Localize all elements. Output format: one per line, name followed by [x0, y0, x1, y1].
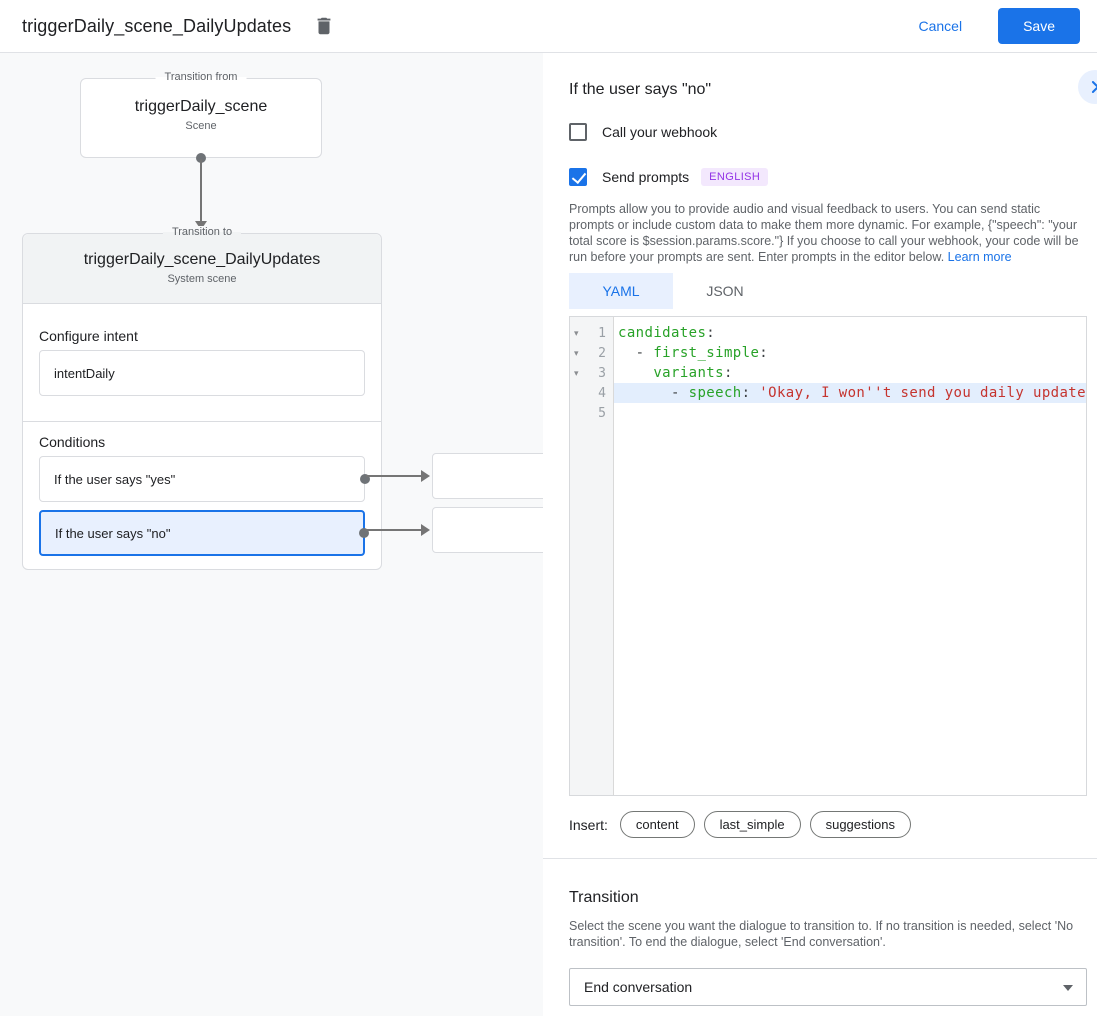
transition-select-value: End conversation — [584, 979, 693, 995]
chevron-right-icon — [1091, 81, 1097, 93]
to-node-title: triggerDaily_scene_DailyUpdates — [83, 251, 321, 268]
connector-dot — [196, 153, 206, 163]
line-number: 4 — [598, 385, 606, 401]
send-prompts-checkbox[interactable] — [569, 168, 587, 186]
panel-title: If the user says "no" — [569, 81, 712, 98]
condition-label: If the user says "yes" — [54, 471, 176, 487]
condition-detail-panel: If the user says "no" Call your webhook … — [543, 53, 1097, 1016]
code-line: - first_simple: — [618, 345, 769, 361]
transition-description: Select the scene you want the dialogue t… — [569, 919, 1074, 949]
code-line: variants: — [653, 365, 733, 381]
cancel-button[interactable]: Cancel — [918, 18, 963, 34]
editor-gutter: ▾ 1 ▾ 2 ▾ 3 4 5 — [570, 317, 614, 795]
transition-to-node: Transition to triggerDaily_scene_DailyUp… — [22, 226, 382, 570]
condition-label: If the user says "no" — [55, 525, 171, 541]
code-line-active: - speech: 'Okay, I won''t send you daily… — [614, 383, 1086, 403]
save-button[interactable]: Save — [998, 8, 1080, 44]
transition-select[interactable]: End conversation — [569, 968, 1087, 1006]
transition-heading: Transition — [569, 889, 639, 906]
webhook-row: Call your webhook — [569, 123, 1087, 141]
transition-to-legend: Transition to — [162, 226, 242, 238]
insert-chip-content[interactable]: content — [619, 811, 695, 838]
tab-yaml[interactable]: YAML — [569, 273, 673, 309]
connector-dot — [360, 474, 370, 484]
dropdown-caret-icon — [1062, 985, 1073, 991]
configure-intent-label: Configure intent — [39, 328, 138, 344]
intent-value: intentDaily — [54, 365, 115, 381]
target-scene-node[interactable] — [432, 507, 543, 553]
page-title: triggerDaily_scene_DailyUpdates — [22, 15, 292, 36]
scene-graph-canvas: Transition from triggerDaily_scene Scene… — [0, 53, 543, 1016]
delete-button[interactable] — [313, 15, 335, 37]
condition-row-no[interactable]: If the user says "no" — [39, 510, 369, 556]
prompts-description-text: Prompts allow you to provide audio and v… — [569, 202, 1079, 264]
transition-from-node[interactable]: Transition from triggerDaily_scene Scene — [80, 71, 322, 158]
section-divider — [543, 858, 1097, 859]
collapse-panel-button[interactable] — [1077, 70, 1097, 104]
prompt-code-editor[interactable]: ▾ 1 ▾ 2 ▾ 3 4 5 candidates: - first_simple:… — [569, 316, 1087, 796]
line-number: 3 — [598, 365, 606, 381]
insert-chip-last-simple[interactable]: last_simple — [703, 811, 801, 838]
to-node-subtitle: System scene — [167, 273, 237, 285]
condition-row-yes[interactable]: If the user says "yes" — [39, 456, 370, 502]
insert-row: Insert: content last_simple suggestions — [569, 811, 1087, 838]
insert-chip-suggestions[interactable]: suggestions — [809, 811, 911, 838]
line-number: 2 — [598, 345, 606, 361]
prompts-row: Send prompts ENGLISH — [569, 168, 1087, 186]
conditions-label: Conditions — [39, 434, 106, 450]
webhook-checkbox[interactable] — [569, 123, 587, 141]
language-badge: ENGLISH — [701, 168, 769, 186]
fold-arrow-icon[interactable]: ▾ — [574, 368, 579, 378]
tab-json[interactable]: JSON — [673, 273, 777, 309]
condition-connector-arrow — [366, 470, 430, 482]
configure-intent-section: Configure intent intentDaily — [23, 304, 381, 422]
condition-connector-arrow — [366, 524, 430, 536]
connector-dot — [359, 528, 369, 538]
scene-card-header[interactable]: triggerDaily_scene_DailyUpdates System s… — [23, 234, 381, 304]
trash-icon — [317, 17, 331, 35]
webhook-label[interactable]: Call your webhook — [602, 124, 718, 140]
from-node-subtitle: Scene — [185, 120, 217, 132]
insert-label: Insert: — [569, 816, 608, 833]
editor-code-area[interactable]: candidates: - first_simple: variants: - … — [614, 317, 1086, 795]
send-prompts-label[interactable]: Send prompts — [602, 169, 690, 185]
fold-arrow-icon[interactable]: ▾ — [574, 348, 579, 358]
transition-arrowhead-icon — [195, 221, 207, 230]
line-number: 5 — [598, 405, 606, 421]
editor-format-tabs: YAML JSON — [569, 273, 1087, 309]
fold-arrow-icon[interactable]: ▾ — [574, 328, 579, 338]
topbar: triggerDaily_scene_DailyUpdates Cancel S… — [0, 0, 1097, 53]
line-number: 1 — [598, 325, 606, 341]
conditions-section: Conditions If the user says "yes" If the… — [23, 422, 381, 569]
prompts-description: Prompts allow you to provide audio and v… — [569, 201, 1087, 265]
transition-from-legend: Transition from — [155, 71, 247, 83]
from-node-title: triggerDaily_scene — [134, 98, 268, 115]
intent-field[interactable]: intentDaily — [39, 350, 365, 396]
code-line: candidates: — [618, 325, 716, 341]
code-line — [614, 403, 1086, 423]
learn-more-link[interactable]: Learn more — [947, 250, 1012, 264]
target-scene-node[interactable] — [432, 453, 543, 499]
transition-arrow-line — [200, 159, 202, 222]
